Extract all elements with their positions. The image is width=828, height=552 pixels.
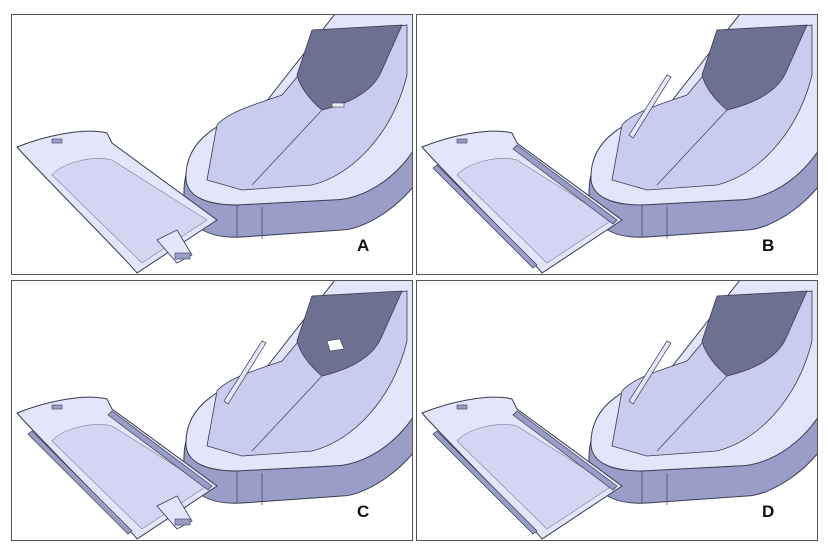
cad-render-b	[421, 15, 817, 274]
cover-clip	[456, 404, 468, 410]
cavity-seam	[656, 109, 728, 186]
cover-clip	[456, 138, 468, 144]
cover-tab-tip	[174, 252, 191, 260]
cavity-seam	[251, 375, 323, 452]
cover-panel	[456, 424, 613, 530]
battery-wall	[701, 24, 808, 111]
cad-render-d	[421, 281, 817, 540]
housing-rail	[628, 340, 672, 405]
latch-slot	[331, 102, 345, 108]
cad-render-a	[16, 15, 412, 274]
cover-rail	[432, 164, 538, 269]
battery-wall	[296, 24, 403, 111]
cavity-seam	[656, 375, 728, 452]
battery-wall	[296, 290, 403, 377]
cover-rail	[512, 410, 618, 491]
panel-c: C	[11, 280, 413, 541]
latch-window	[326, 338, 345, 352]
housing-rail	[628, 74, 672, 139]
cover-rail	[512, 144, 618, 225]
cover-clip	[51, 138, 63, 144]
panel-label-a: A	[357, 236, 370, 255]
cover-rail	[432, 430, 538, 535]
cavity-seam	[251, 109, 323, 186]
cad-render-c	[16, 281, 412, 540]
cover-panel	[456, 158, 613, 264]
panel-d: D	[416, 280, 818, 541]
panel-label-d: D	[762, 502, 775, 521]
panel-label-c: C	[357, 502, 370, 521]
panel-a: A	[11, 14, 413, 275]
cover-rail	[27, 430, 133, 535]
cover-tab-tip	[174, 518, 191, 526]
panel-b: B	[416, 14, 818, 275]
cover-clip	[51, 404, 63, 410]
panel-label-b: B	[762, 236, 775, 255]
housing-rail	[223, 340, 267, 405]
battery-wall	[701, 290, 808, 377]
cover-rail	[107, 410, 213, 491]
